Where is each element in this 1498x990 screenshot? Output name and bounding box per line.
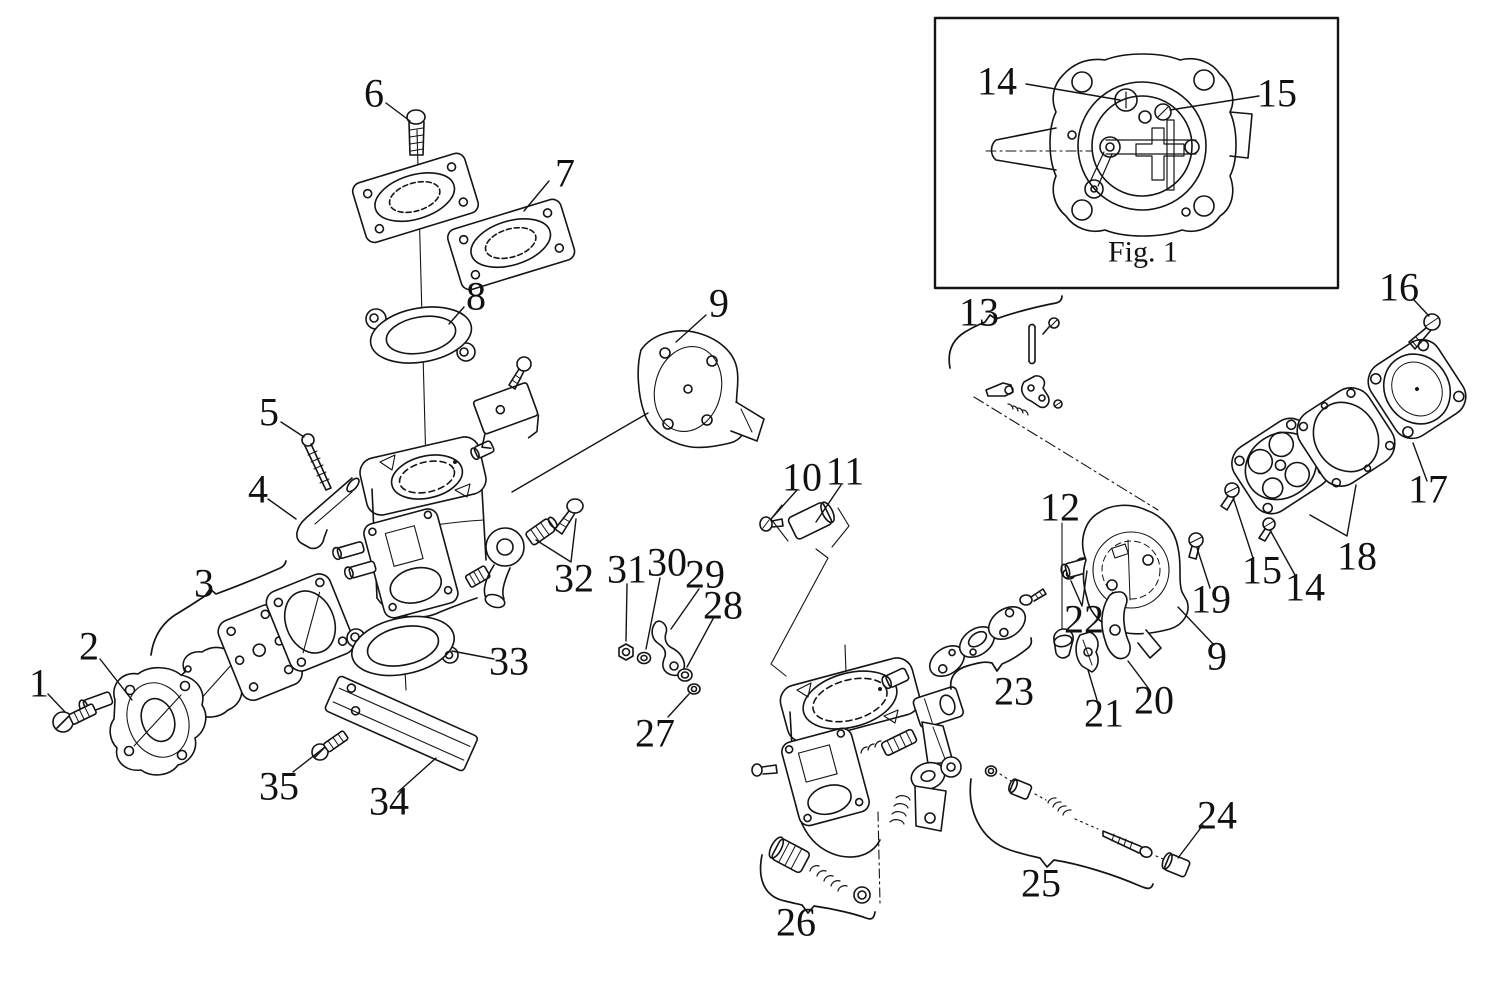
part-label-14-36: 14 bbox=[977, 59, 1017, 104]
part-label-15-37: 15 bbox=[1257, 71, 1297, 116]
fig1-leader-15 bbox=[1170, 96, 1259, 110]
part-14-screw-right bbox=[1259, 518, 1275, 541]
leader-lines bbox=[48, 103, 1429, 858]
fig1-leader-14 bbox=[1026, 84, 1120, 100]
part-label-17-16: 17 bbox=[1408, 467, 1448, 512]
part-5-screw bbox=[302, 434, 331, 490]
part-15-screw-right bbox=[1221, 483, 1239, 510]
part-26-throttle-screw-set bbox=[766, 835, 870, 903]
parts-27-31-linkage bbox=[619, 621, 700, 694]
part-label-19-18: 19 bbox=[1191, 577, 1231, 622]
part-label-6-5: 6 bbox=[364, 71, 384, 116]
part-19-screw bbox=[1189, 533, 1203, 559]
part-label-11-10: 11 bbox=[826, 449, 865, 494]
fig1-inset: Fig. 1 bbox=[935, 18, 1338, 288]
part-32-screw-valve bbox=[525, 499, 583, 546]
part-label-24-24: 24 bbox=[1197, 793, 1237, 838]
part-34-plate bbox=[324, 675, 478, 772]
part-label-13-12: 13 bbox=[959, 290, 999, 335]
part-label-4-3: 4 bbox=[248, 467, 268, 512]
part-label-14-13: 14 bbox=[1285, 565, 1325, 610]
group-braces bbox=[151, 296, 1153, 919]
part-label-21-21: 21 bbox=[1084, 691, 1124, 736]
part-label-2-1: 2 bbox=[79, 624, 99, 669]
part-label-29-29: 29 bbox=[685, 552, 725, 597]
part-21-clip bbox=[1076, 632, 1098, 672]
part-label-27-27: 27 bbox=[635, 711, 675, 756]
part-label-9-8: 9 bbox=[709, 281, 729, 326]
part-12-cap bbox=[1053, 629, 1073, 658]
part-17-cover bbox=[1361, 332, 1474, 446]
part-label-33-33: 33 bbox=[489, 639, 529, 684]
part-11-cylinder bbox=[771, 499, 849, 547]
part-label-35-35: 35 bbox=[259, 764, 299, 809]
part-label-5-4: 5 bbox=[259, 390, 279, 435]
part-24-needle-cap bbox=[1103, 831, 1191, 878]
part-label-9-19: 9 bbox=[1207, 634, 1227, 679]
part-4-tube bbox=[297, 476, 361, 548]
part-label-10-9: 10 bbox=[782, 455, 822, 500]
part-label-25-25: 25 bbox=[1021, 861, 1061, 906]
part-35-screw bbox=[312, 730, 349, 760]
part-13-needle-valve-set bbox=[986, 318, 1062, 415]
part-2-pump-body bbox=[78, 668, 206, 775]
part-9-pump-cover-left bbox=[638, 331, 764, 448]
fig1-screw-14 bbox=[1115, 89, 1137, 111]
part-label-31-31: 31 bbox=[607, 547, 647, 592]
part-label-20-20: 20 bbox=[1134, 678, 1174, 723]
part-1-screw bbox=[53, 703, 97, 732]
part-16-screw bbox=[1409, 314, 1440, 349]
part-25-mixture-set bbox=[986, 766, 1072, 815]
part-3-gasket-set bbox=[179, 570, 357, 717]
part-label-34-34: 34 bbox=[369, 779, 409, 824]
part-label-3-2: 3 bbox=[194, 561, 214, 606]
part-label-30-30: 30 bbox=[647, 540, 687, 585]
part-label-7-6: 7 bbox=[555, 151, 575, 196]
part-20-bracket bbox=[1102, 592, 1130, 659]
part-label-8-7: 8 bbox=[466, 274, 486, 319]
part-7-riser-plate bbox=[446, 197, 577, 292]
part-8-gasket bbox=[366, 300, 476, 371]
carburetor-body-2 bbox=[752, 654, 965, 857]
fig1-caption: Fig. 1 bbox=[1108, 236, 1178, 269]
part-label-15-14: 15 bbox=[1242, 548, 1282, 593]
part-label-26-26: 26 bbox=[776, 900, 816, 945]
mounting-bracket bbox=[466, 357, 544, 454]
fig1-screw-15 bbox=[1155, 104, 1171, 120]
part-label-18-17: 18 bbox=[1337, 534, 1377, 579]
part-label-32-32: 32 bbox=[554, 556, 594, 601]
part-label-23-23: 23 bbox=[994, 669, 1034, 714]
part-label-22-22: 22 bbox=[1064, 597, 1104, 642]
part-6-screw bbox=[407, 110, 425, 155]
part-label-28-28: 28 bbox=[703, 583, 743, 628]
part-label-12-11: 12 bbox=[1040, 485, 1080, 530]
carburetor-body-1 bbox=[332, 434, 524, 620]
part-10-screw bbox=[760, 517, 783, 531]
part-label-1-0: 1 bbox=[29, 661, 49, 706]
part-18-gasket bbox=[1289, 379, 1404, 494]
riser-plate-upper bbox=[350, 151, 480, 244]
part-label-16-15: 16 bbox=[1379, 265, 1419, 310]
part-33-gasket bbox=[346, 608, 459, 684]
part-23-pad-set bbox=[924, 589, 1046, 683]
